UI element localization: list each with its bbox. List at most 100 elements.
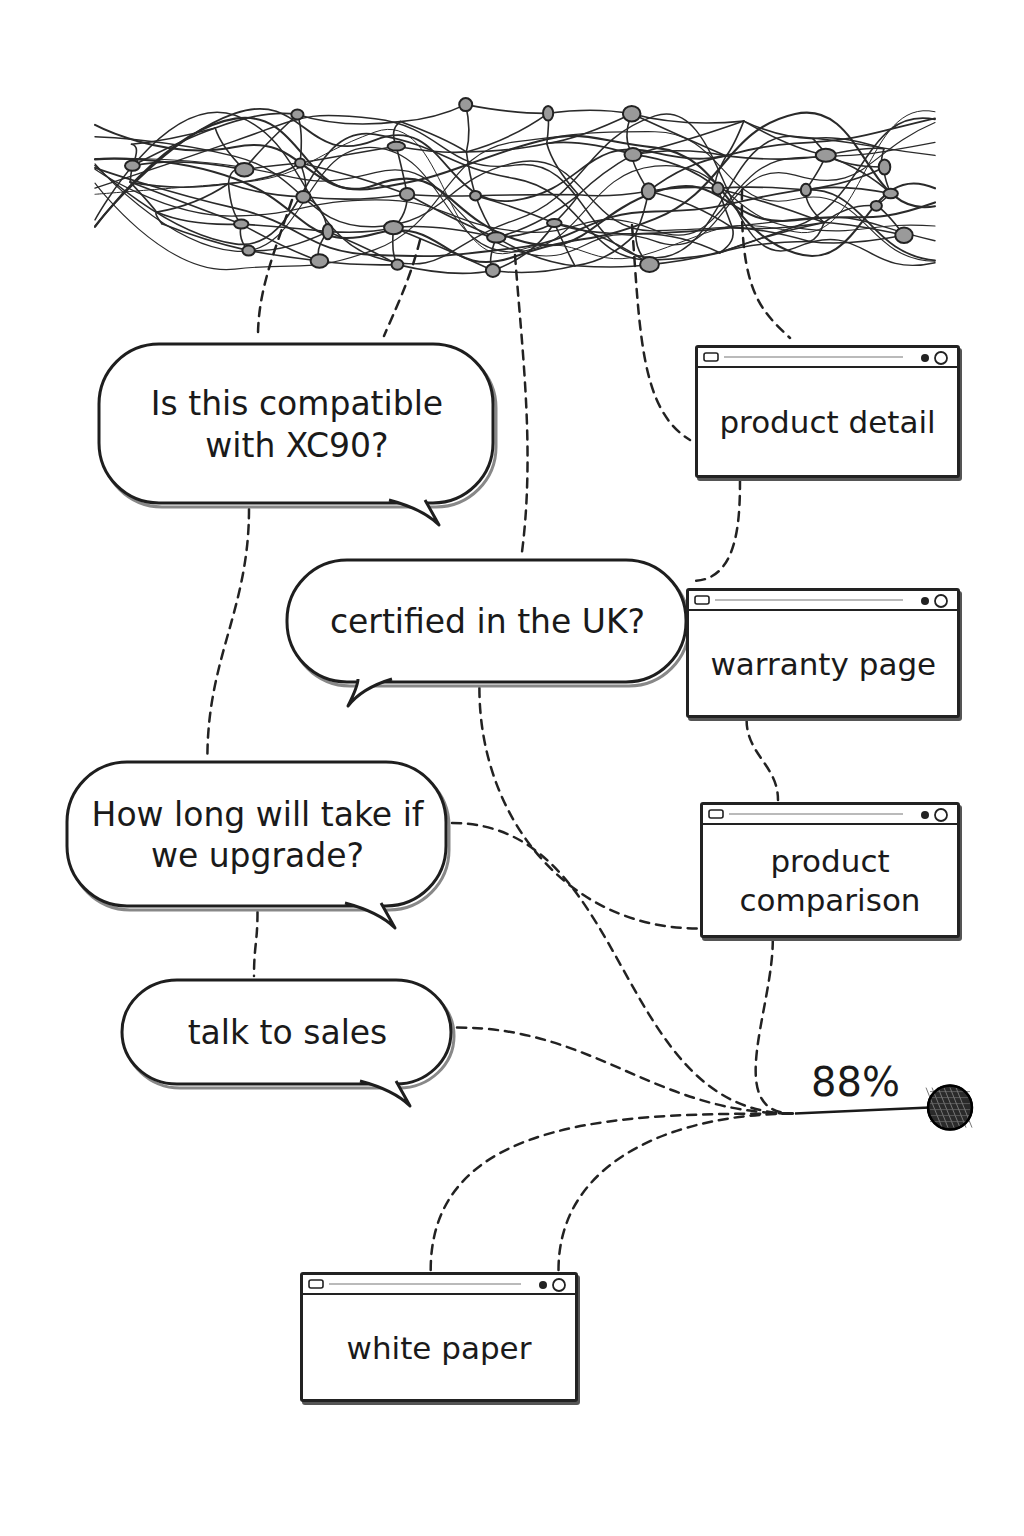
network-node [459, 98, 472, 111]
network-link [396, 146, 407, 194]
network-strand [95, 132, 935, 270]
leader-line [258, 200, 292, 336]
network-link [394, 228, 493, 271]
network-node [291, 109, 303, 119]
network-link [744, 121, 826, 155]
network-link [229, 184, 242, 225]
network-node [543, 106, 553, 121]
browser-window: product detail [695, 345, 960, 478]
network-node [871, 201, 882, 211]
dashed-connector [756, 940, 793, 1114]
network-node [623, 106, 641, 122]
network-link [132, 128, 216, 144]
network-link [548, 110, 632, 114]
network-node [895, 228, 912, 243]
network-link [633, 151, 726, 156]
dashed-connector [457, 1028, 793, 1114]
network-node [311, 254, 329, 267]
network-node [487, 232, 505, 242]
network-link [744, 121, 813, 139]
network-node [295, 159, 305, 168]
network-link [249, 232, 328, 251]
percent-label: 88% [809, 1062, 902, 1102]
dashed-connector [254, 912, 258, 976]
network-link [303, 194, 407, 199]
network-node [884, 189, 898, 199]
window-titlebar [698, 348, 957, 368]
network-link [157, 212, 242, 224]
network-strand [95, 115, 935, 258]
leader-line [515, 255, 528, 552]
network-node [470, 191, 481, 200]
network-link [132, 162, 244, 170]
leader-line [384, 240, 420, 336]
dashed-connector [747, 720, 778, 800]
network-link [720, 223, 824, 253]
network-link [649, 187, 718, 191]
network-link [633, 121, 744, 155]
network-link [229, 184, 304, 197]
network-link [297, 115, 301, 164]
network-link [547, 144, 579, 195]
network-link [244, 115, 297, 170]
window-titlebar [703, 805, 957, 825]
question-bubble: talk to sales [120, 978, 455, 1088]
network-link [241, 224, 319, 261]
node-text: white paper [329, 1329, 550, 1368]
network-link [636, 228, 733, 234]
dashed-connector [207, 509, 249, 758]
network-strand [95, 109, 935, 226]
network-link [547, 142, 633, 154]
network-link [407, 194, 496, 237]
network-link [824, 223, 904, 236]
network-link [328, 232, 398, 265]
network-node [640, 257, 659, 272]
network-link [493, 266, 575, 273]
browser-window: product comparison [700, 802, 960, 938]
network-link [810, 235, 904, 243]
dashed-connector [559, 1114, 794, 1270]
leader-line [742, 190, 790, 338]
network-strand [95, 113, 935, 262]
network-link [579, 191, 649, 196]
network-link [575, 234, 636, 266]
network-strand [95, 112, 935, 265]
network-node [642, 183, 655, 199]
network-strand [95, 168, 935, 260]
network-link [806, 167, 885, 190]
network-link [300, 163, 407, 194]
network-strand [95, 147, 935, 252]
node-text: product comparison [703, 842, 957, 920]
question-bubble: certified in the UK? [285, 558, 690, 686]
question-bubble: How long will take if we upgrade? [65, 760, 450, 910]
network-link [547, 114, 632, 144]
network-link [130, 182, 228, 187]
network-link [466, 152, 475, 196]
window-titlebar [303, 1275, 575, 1295]
network-link [319, 261, 397, 265]
network-link [407, 194, 475, 196]
network-node [801, 184, 811, 196]
network-link [396, 146, 466, 152]
node-text: warranty page [692, 645, 954, 684]
network-link [726, 155, 826, 159]
leader-line [632, 225, 690, 440]
network-link [229, 163, 301, 184]
network-link [130, 182, 241, 224]
network-link [466, 144, 546, 152]
network-link [132, 128, 215, 166]
network-node [323, 224, 333, 239]
network-node [235, 163, 253, 177]
network-node [547, 219, 562, 227]
network-node [234, 220, 248, 229]
score-dot: 88% [795, 1060, 985, 1140]
dashed-connector [692, 480, 740, 581]
browser-window: white paper [300, 1272, 578, 1402]
network-link [806, 187, 891, 193]
network-link [824, 206, 876, 223]
node-text: product detail [701, 403, 953, 442]
network-link [466, 113, 548, 152]
network-link [394, 226, 497, 237]
network-link [397, 265, 493, 274]
